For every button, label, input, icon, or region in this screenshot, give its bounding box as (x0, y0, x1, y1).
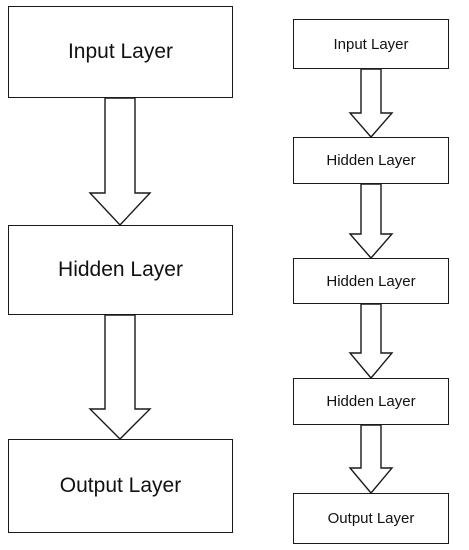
left-input-layer-box: Input Layer (8, 6, 233, 98)
right-hidden-layer-1-label: Hidden Layer (326, 152, 416, 169)
right-arrow-1 (348, 68, 394, 139)
right-output-layer-label: Output Layer (327, 510, 415, 527)
right-arrow-4 (348, 424, 394, 495)
right-output-layer-box: Output Layer (293, 493, 449, 544)
right-hidden-layer-2-box: Hidden Layer (293, 258, 449, 304)
left-hidden-layer-label: Hidden Layer (58, 258, 183, 281)
left-output-layer-label: Output Layer (59, 474, 182, 497)
right-input-layer-label: Input Layer (333, 35, 409, 53)
right-arrow-2 (348, 183, 394, 260)
left-output-layer-box: Output Layer (8, 439, 233, 533)
right-hidden-layer-3-label: Hidden Layer (326, 393, 416, 410)
right-input-layer-box: Input Layer (293, 19, 449, 69)
left-arrow-hidden-to-output (88, 314, 152, 440)
right-hidden-layer-1-box: Hidden Layer (293, 137, 449, 184)
right-hidden-layer-3-box: Hidden Layer (293, 378, 449, 425)
right-hidden-layer-2-label: Hidden Layer (326, 272, 416, 290)
left-input-layer-label: Input Layer (67, 40, 174, 63)
left-arrow-input-to-hidden (88, 97, 152, 227)
right-arrow-3 (348, 303, 394, 380)
left-hidden-layer-box: Hidden Layer (8, 225, 233, 315)
